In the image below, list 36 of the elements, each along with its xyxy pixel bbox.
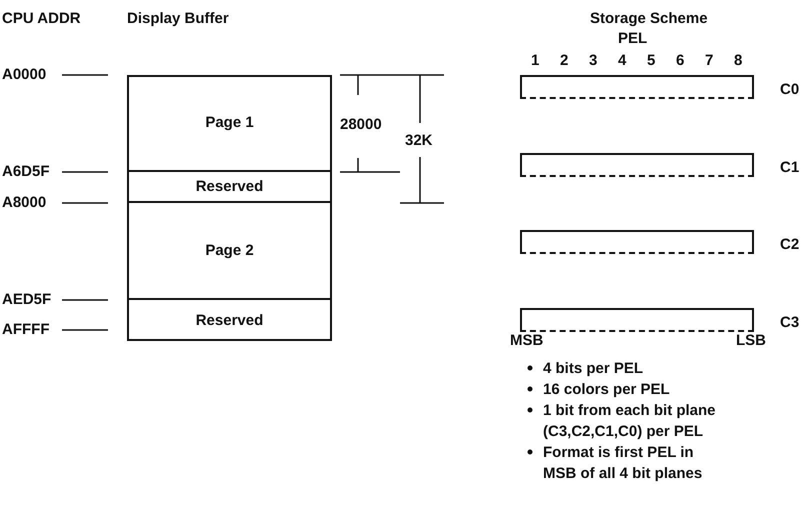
bullet-note: 4 bits per PEL xyxy=(543,359,644,379)
pel-number: 2 xyxy=(560,52,568,69)
memory-map-box xyxy=(127,75,332,341)
pel-number: 7 xyxy=(705,52,714,69)
pel-number: 6 xyxy=(676,52,684,69)
bit-plane-box xyxy=(520,75,754,99)
bit-label: LSB xyxy=(736,332,766,349)
plane-label: C2 xyxy=(780,236,800,253)
column-heading: Storage Scheme xyxy=(590,10,708,27)
bit-plane-box xyxy=(520,153,754,177)
address-label: A8000 xyxy=(2,194,46,211)
plane-label: C3 xyxy=(780,314,800,331)
region-label: Reserved xyxy=(196,312,264,329)
address-label: AED5F xyxy=(2,291,52,308)
bit-plane-box xyxy=(520,308,754,332)
bullet-note: 1 bit from each bit plane (C3,C2,C1,C0) per PEL xyxy=(543,401,717,442)
bit-label: MSB xyxy=(510,332,544,349)
pel-number: 3 xyxy=(589,52,598,69)
axis-label: PEL xyxy=(618,30,648,47)
bullet-note: Format is first PEL in MSB of all 4 bit planes xyxy=(543,443,704,484)
region-label: Reserved xyxy=(196,178,264,195)
bit-plane-box xyxy=(520,230,754,254)
pel-number: 1 xyxy=(531,52,540,69)
plane-label: C1 xyxy=(780,159,800,176)
region-label: Page 2 xyxy=(205,242,254,259)
address-label: A6D5F xyxy=(2,163,50,180)
pel-number: 5 xyxy=(647,52,656,69)
column-heading: Display Buffer xyxy=(127,10,229,27)
pel-number: 8 xyxy=(734,52,742,69)
bullet-note: 16 colors per PEL xyxy=(543,380,671,400)
address-label: A0000 xyxy=(2,66,46,83)
column-heading: CPU ADDR xyxy=(2,10,81,27)
address-label: AFFFF xyxy=(2,321,50,338)
pel-number: 4 xyxy=(618,52,626,69)
region-label: Page 1 xyxy=(205,114,254,131)
plane-label: C0 xyxy=(780,81,800,98)
